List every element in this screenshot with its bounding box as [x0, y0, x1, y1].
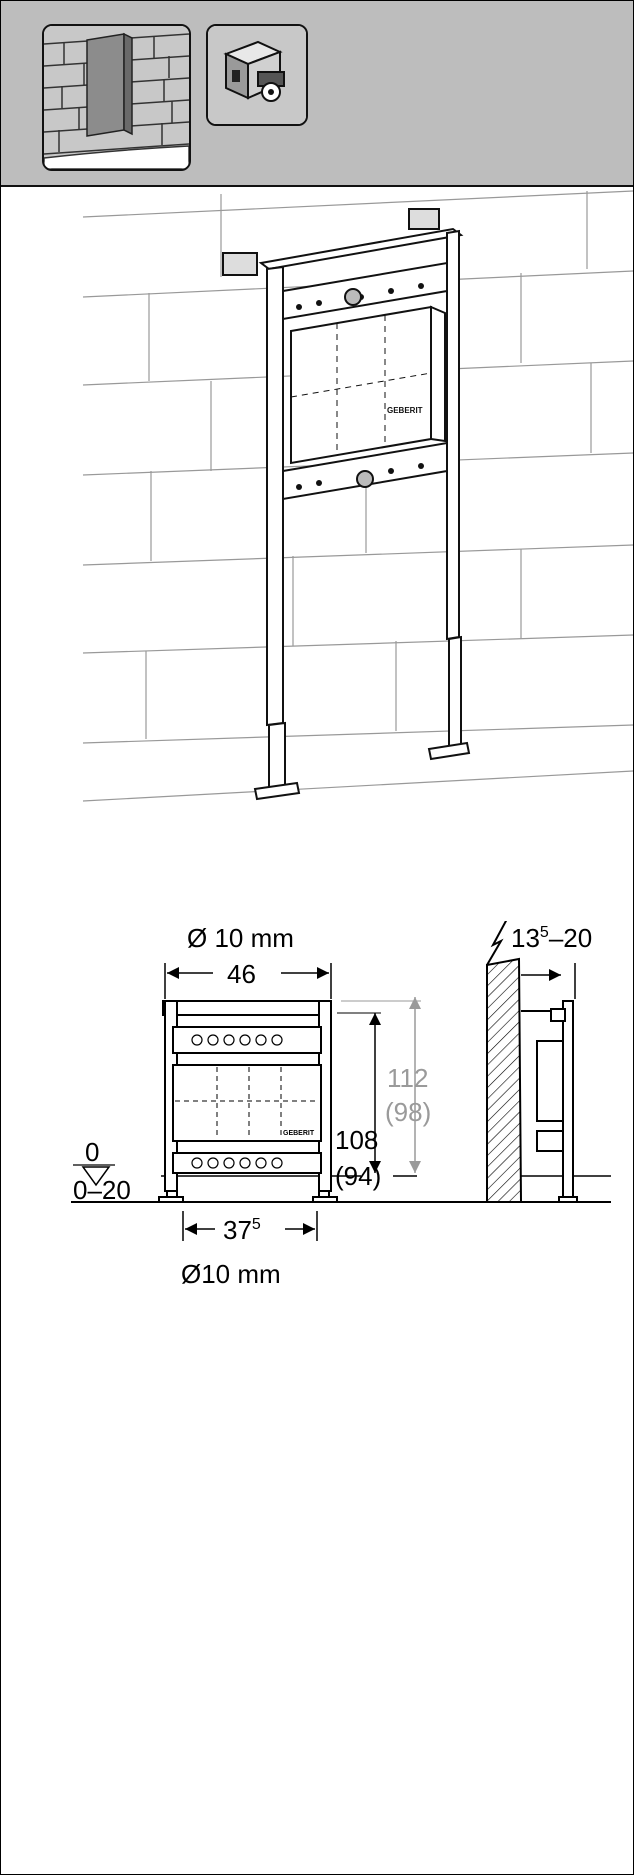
level-triangle-icon	[81, 1166, 111, 1187]
top-width-label: 46	[227, 959, 256, 989]
side-view-frame	[536, 1000, 578, 1203]
level-zero-label: 0	[85, 1137, 99, 1167]
frame-height-label: 108	[335, 1125, 378, 1155]
frame-brand-label: GEBERIT	[387, 406, 423, 415]
front-view-frame	[158, 1000, 338, 1203]
header-bar	[1, 1, 633, 187]
dimension-drawing: GEBERIT Ø 10 mm 46 112 (98) 108 (94) 0 0…	[71, 921, 611, 1289]
frame-structure	[253, 227, 471, 801]
bottom-diameter-label: Ø10 mm	[181, 1259, 281, 1289]
overall-height-label: 112	[387, 1063, 428, 1093]
wall-brackets	[222, 208, 440, 488]
foot-spacing-label: 375	[223, 1215, 261, 1245]
brick-wall-icon	[42, 24, 191, 171]
mounting-bracket-icon	[206, 24, 308, 126]
frame-height-alt-label: (94)	[335, 1161, 381, 1191]
overall-height-alt-label: (98)	[385, 1097, 431, 1127]
level-range-label: 0–20	[73, 1175, 131, 1205]
side-view-wall	[486, 921, 523, 1203]
installation-frame-illustration: GEBERIT	[82, 190, 633, 802]
drawing-brand-label: GEBERIT	[283, 1130, 315, 1137]
top-diameter-label: Ø 10 mm	[187, 923, 294, 953]
side-depth-label: 135–20	[511, 923, 592, 953]
